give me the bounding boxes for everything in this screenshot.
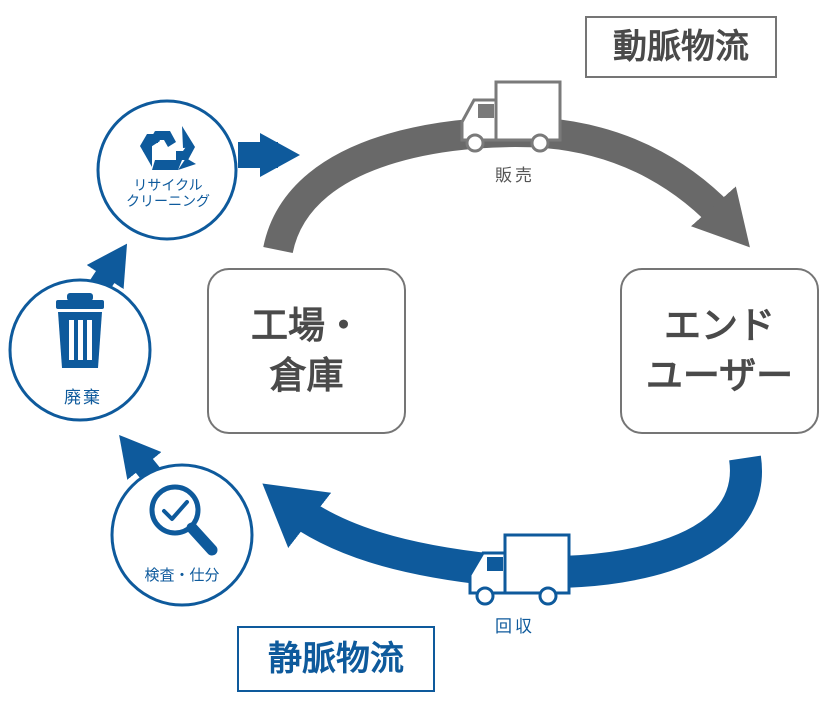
sales-label: 販売 — [495, 166, 535, 186]
truck-icon — [460, 80, 562, 153]
magnifier-check-icon — [149, 484, 218, 556]
inspect-circle — [110, 463, 254, 607]
recycle-cleaning-label: リサイクル クリーニング — [126, 178, 210, 210]
disposal-label: 廃棄 — [64, 388, 102, 408]
arterial-logistics-tag: 動脈物流 — [585, 16, 777, 78]
factory-warehouse-box: 工場・ 倉庫 — [207, 268, 406, 434]
end-user-label: エンド ユーザー — [645, 304, 794, 397]
truck-icon — [468, 533, 571, 606]
collection-label: 回収 — [495, 617, 535, 637]
inspection-sorting-label: 検査・仕分 — [144, 566, 220, 584]
venous-logistics-tag: 静脈物流 — [237, 626, 435, 692]
recycle-icon — [140, 126, 196, 170]
forward-flow-arrow — [263, 117, 750, 254]
end-user-box: エンド ユーザー — [620, 268, 819, 434]
trash-can-icon — [56, 293, 104, 368]
factory-warehouse-label: 工場・ 倉庫 — [251, 304, 362, 397]
